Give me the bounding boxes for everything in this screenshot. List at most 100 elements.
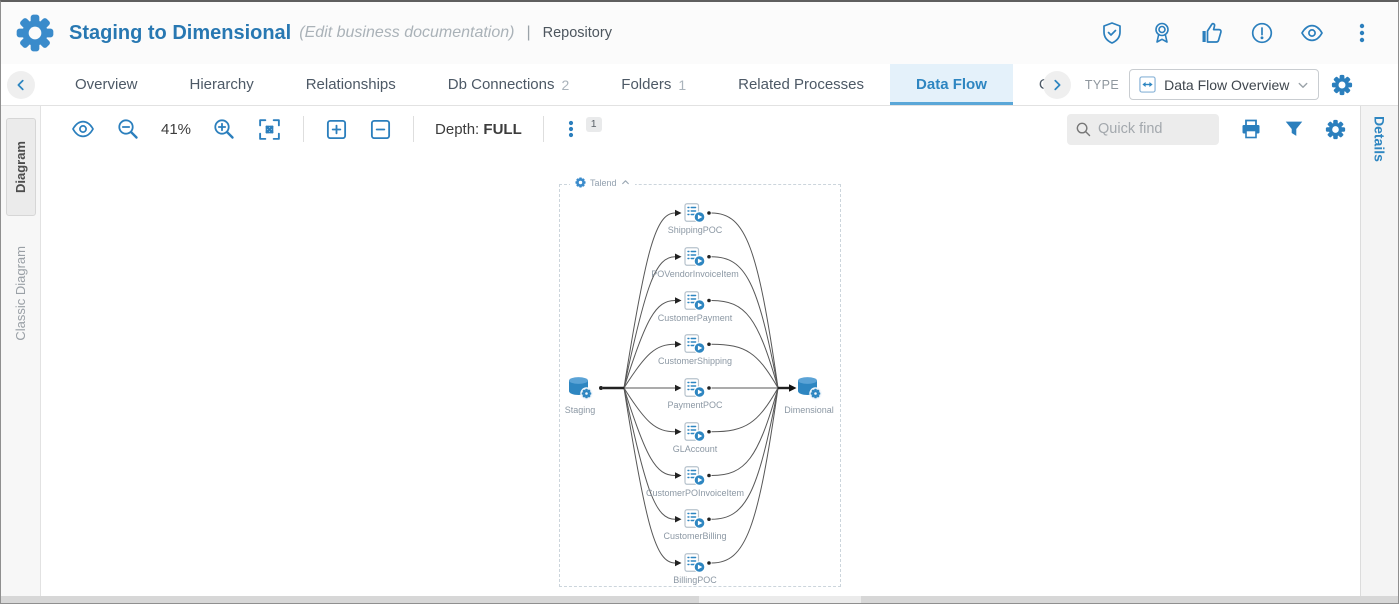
tabs-scroll-left-button[interactable] (7, 70, 35, 99)
collapse-all-icon[interactable] (369, 118, 392, 141)
app-logo-gear-icon (16, 14, 54, 52)
shield-check-icon[interactable] (1100, 21, 1124, 45)
award-medal-icon[interactable] (1150, 21, 1174, 45)
tab-relationships[interactable]: Relationships (280, 64, 422, 105)
tabbar-settings-icon[interactable] (1331, 74, 1353, 96)
process-node-icon[interactable] (684, 334, 706, 359)
type-label: TYPE (1084, 77, 1120, 92)
quick-find (1067, 113, 1219, 145)
tab-data-flow[interactable]: Data Flow (890, 64, 1013, 105)
search-icon (1076, 122, 1091, 136)
visibility-eye-icon[interactable] (71, 117, 95, 141)
diagram-toolbar: 41% Depth: FULL (41, 106, 1360, 152)
diagram-settings-icon[interactable] (1325, 119, 1346, 140)
flow-diagram: Talend (559, 177, 841, 587)
depth-setting[interactable]: Depth: FULL (435, 121, 522, 138)
breadcrumb-context[interactable]: Repository (542, 25, 612, 41)
toolbar-divider (303, 116, 305, 142)
print-icon[interactable] (1239, 117, 1263, 141)
talend-gear-icon (575, 177, 586, 188)
quick-find-input[interactable] (1067, 113, 1219, 145)
process-node-icon[interactable] (684, 378, 706, 403)
tab-label: Relationships (305, 76, 396, 93)
process-node-icon[interactable] (684, 421, 706, 447)
tab-hierarchy[interactable]: Hierarchy (164, 64, 280, 105)
rail-tab-details[interactable]: Details (1371, 116, 1388, 162)
zoom-out-icon[interactable] (116, 117, 140, 141)
layers-count-badge: 1 (585, 117, 602, 132)
process-node-icon[interactable] (684, 246, 706, 272)
tabs-scroll-right-button[interactable] (1042, 70, 1071, 99)
chevron-right-icon (1054, 79, 1061, 90)
expand-all-icon[interactable] (325, 118, 348, 141)
page-subtitle[interactable]: (Edit business documentation) (299, 24, 515, 41)
process-node-label: CustomerPayment (657, 312, 733, 323)
chevron-left-icon (17, 79, 24, 90)
process-node-label: PaymentPOC (667, 400, 723, 410)
flow-edges (599, 209, 797, 567)
zoom-level: 41% (161, 120, 192, 138)
group-label: Talend (590, 177, 617, 188)
tab-label: Related Processes (738, 76, 865, 93)
alert-circle-icon[interactable] (1250, 21, 1274, 45)
depth-label: Depth: (435, 120, 480, 138)
layers-button[interactable]: 1 (565, 117, 602, 139)
group-header: Talend (570, 177, 635, 188)
horizontal-scrollbar[interactable] (1, 596, 1398, 603)
target-node-label: Dimensional (784, 405, 834, 415)
process-node-icon[interactable] (684, 553, 706, 578)
source-node-label: Staging (564, 405, 596, 415)
thumbs-up-icon[interactable] (1200, 21, 1224, 45)
tab-label: Data Flow (916, 76, 987, 93)
header: Staging to Dimensional (Edit business do… (1, 2, 1398, 64)
fit-to-screen-icon[interactable] (257, 117, 282, 142)
process-node-icon[interactable] (684, 509, 706, 534)
source-node-icon[interactable] (566, 375, 594, 406)
right-rail: Details (1360, 106, 1398, 596)
process-node-label: CustomerShipping (657, 356, 733, 367)
tab-folders[interactable]: Folders 1 (595, 64, 712, 105)
collapse-group-icon[interactable] (621, 178, 630, 187)
process-node-icon[interactable] (684, 290, 706, 316)
filter-icon[interactable] (1283, 118, 1305, 140)
chevron-down-icon (1298, 82, 1308, 88)
tab-db-connections[interactable]: Db Connections 2 (422, 64, 596, 105)
tab-overview[interactable]: Overview (49, 64, 164, 105)
left-rail: Diagram Classic Diagram (1, 106, 41, 596)
process-node-label: BillingPOC (673, 575, 717, 585)
diagram-canvas[interactable]: Talend (41, 152, 1360, 596)
rail-tab-classic-diagram[interactable]: Classic Diagram (13, 246, 28, 341)
scrollbar-thumb[interactable] (699, 596, 861, 603)
diagram-type-select[interactable]: Data Flow Overview (1129, 69, 1320, 100)
page-title: Staging to Dimensional (69, 21, 292, 44)
tab-label: Folders (621, 76, 672, 93)
depth-value: FULL (483, 120, 522, 138)
tab-count: 2 (561, 76, 570, 93)
tab-related-processes[interactable]: Related Processes (712, 64, 890, 105)
zoom-in-icon[interactable] (212, 117, 236, 141)
process-node-label: CustomerPOInvoiceItem (645, 487, 745, 498)
tab-label: Overview (75, 76, 138, 93)
process-node-icon[interactable] (684, 203, 706, 228)
rail-tab-label: Diagram (13, 140, 28, 194)
diagram-type-value: Data Flow Overview (1164, 76, 1290, 93)
tab-count: 1 (678, 76, 687, 93)
toolbar-divider (413, 116, 415, 142)
target-node-icon[interactable] (795, 375, 823, 406)
toolbar-divider (542, 116, 544, 142)
process-node-label: ShippingPOC (667, 225, 723, 235)
header-actions (1100, 21, 1384, 45)
process-node-label: CustomerBilling (663, 531, 727, 542)
rail-tab-diagram[interactable]: Diagram (5, 118, 36, 216)
process-node-icon[interactable] (684, 465, 706, 491)
tab-label: Db Connections (447, 76, 555, 93)
process-node-label: POVendorInvoiceItem (651, 268, 739, 279)
more-menu-icon[interactable] (1350, 21, 1374, 45)
header-separator: | (526, 24, 531, 41)
process-node-label: GLAccount (672, 443, 718, 454)
tab-label: Hierarchy (189, 76, 254, 93)
tab-bar: Overview Hierarchy Relationships Db Conn… (1, 64, 1398, 106)
dots-layers-icon (568, 120, 573, 138)
eye-icon[interactable] (1300, 21, 1324, 45)
